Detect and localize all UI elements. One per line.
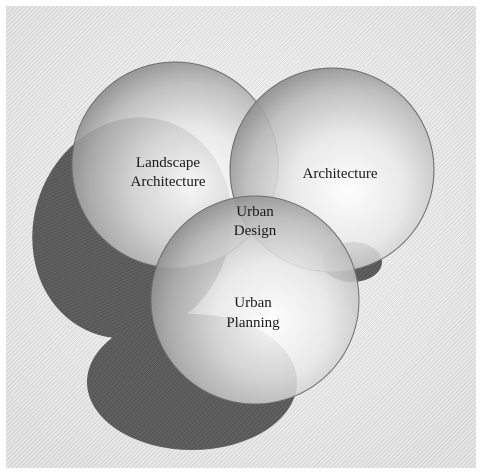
hatched-background: Landscape Architecture Architecture Urba… (2, 6, 476, 468)
label-urban-planning-line1: Urban (234, 295, 272, 311)
label-urban-planning-line2: Planning (226, 315, 280, 331)
label-landscape-architecture-line2: Architecture (131, 174, 206, 190)
label-landscape-architecture-line1: Landscape (136, 155, 200, 171)
label-urban-design-line2: Design (234, 223, 277, 239)
label-urban-design-line1: Urban (236, 204, 274, 220)
label-architecture: Architecture (303, 166, 378, 182)
